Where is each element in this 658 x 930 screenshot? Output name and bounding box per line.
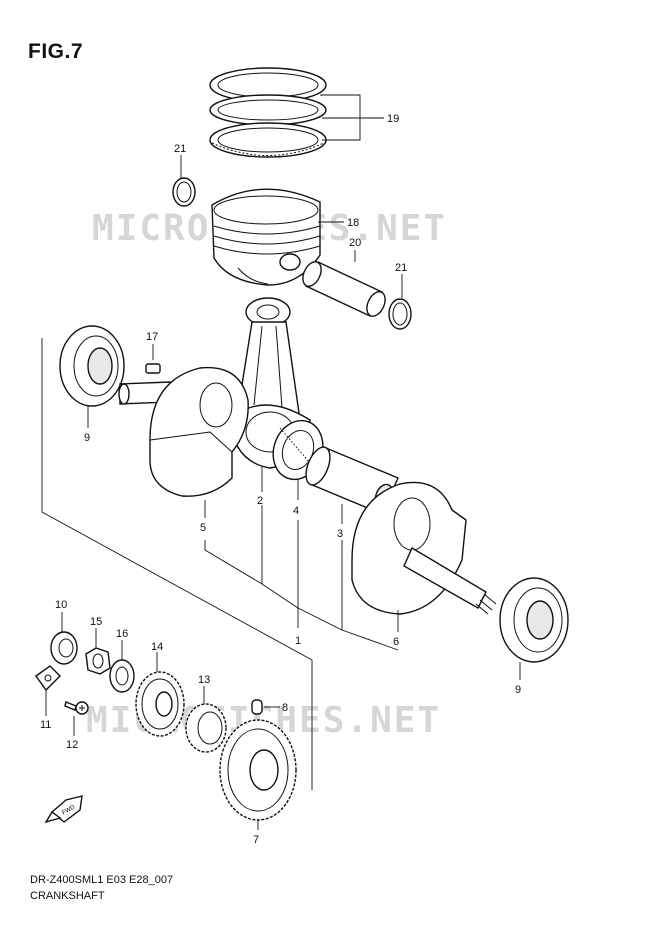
callout-16: 16 <box>116 628 128 640</box>
balancer-drive-bearing[interactable] <box>50 631 78 665</box>
dowel-pin[interactable] <box>251 699 263 715</box>
callout-9-right: 9 <box>515 684 521 696</box>
callout-18: 18 <box>347 217 359 229</box>
callout-3: 3 <box>337 528 343 540</box>
piston[interactable] <box>211 188 321 286</box>
callout-11: 11 <box>40 719 51 731</box>
callout-2: 2 <box>257 495 263 507</box>
callout-7: 7 <box>253 834 259 846</box>
callout-17: 17 <box>146 331 158 343</box>
callout-5: 5 <box>200 522 206 534</box>
crankshaft-nut[interactable] <box>85 647 111 675</box>
callout-6: 6 <box>393 636 399 648</box>
callout-8: 8 <box>282 702 288 714</box>
callout-21-left: 21 <box>174 143 186 155</box>
crankshaft-left-half[interactable] <box>118 366 249 497</box>
balancer-drive-gear[interactable] <box>135 671 185 737</box>
figure-title: FIG.7 <box>28 40 84 63</box>
crankshaft-washer[interactable] <box>109 659 135 693</box>
callout-9-left: 9 <box>84 432 90 444</box>
callout-20: 20 <box>349 237 361 249</box>
piston-rings[interactable] <box>209 67 327 158</box>
model-code: DR-Z400SML1 E03 E28_007 <box>30 874 174 886</box>
callout-10: 10 <box>55 599 67 611</box>
primary-drive-gear-hub[interactable] <box>185 703 227 753</box>
section-name: CRANKSHAFT <box>30 890 105 902</box>
callout-12: 12 <box>66 739 78 751</box>
piston-pin[interactable] <box>299 259 388 319</box>
crankshaft-right-half[interactable] <box>351 481 497 615</box>
bearing-retainer-plate[interactable] <box>35 665 61 692</box>
callout-13: 13 <box>198 674 210 686</box>
primary-drive-gear[interactable] <box>219 719 297 821</box>
callout-15: 15 <box>90 616 102 628</box>
crankshaft-bearing-left[interactable] <box>59 325 125 407</box>
callout-14: 14 <box>151 641 163 653</box>
callout-21-right: 21 <box>395 262 407 274</box>
retainer-screw[interactable] <box>64 701 89 715</box>
piston-pin-circlip-right[interactable] <box>388 298 412 330</box>
piston-pin-circlip-left[interactable] <box>172 177 196 207</box>
callout-19: 19 <box>387 113 399 125</box>
crankshaft-bearing-right[interactable] <box>499 577 569 663</box>
callout-1: 1 <box>295 635 301 647</box>
crankshaft-key[interactable] <box>145 363 161 374</box>
callout-4: 4 <box>293 505 299 517</box>
forward-direction-icon: FWD <box>44 795 83 824</box>
